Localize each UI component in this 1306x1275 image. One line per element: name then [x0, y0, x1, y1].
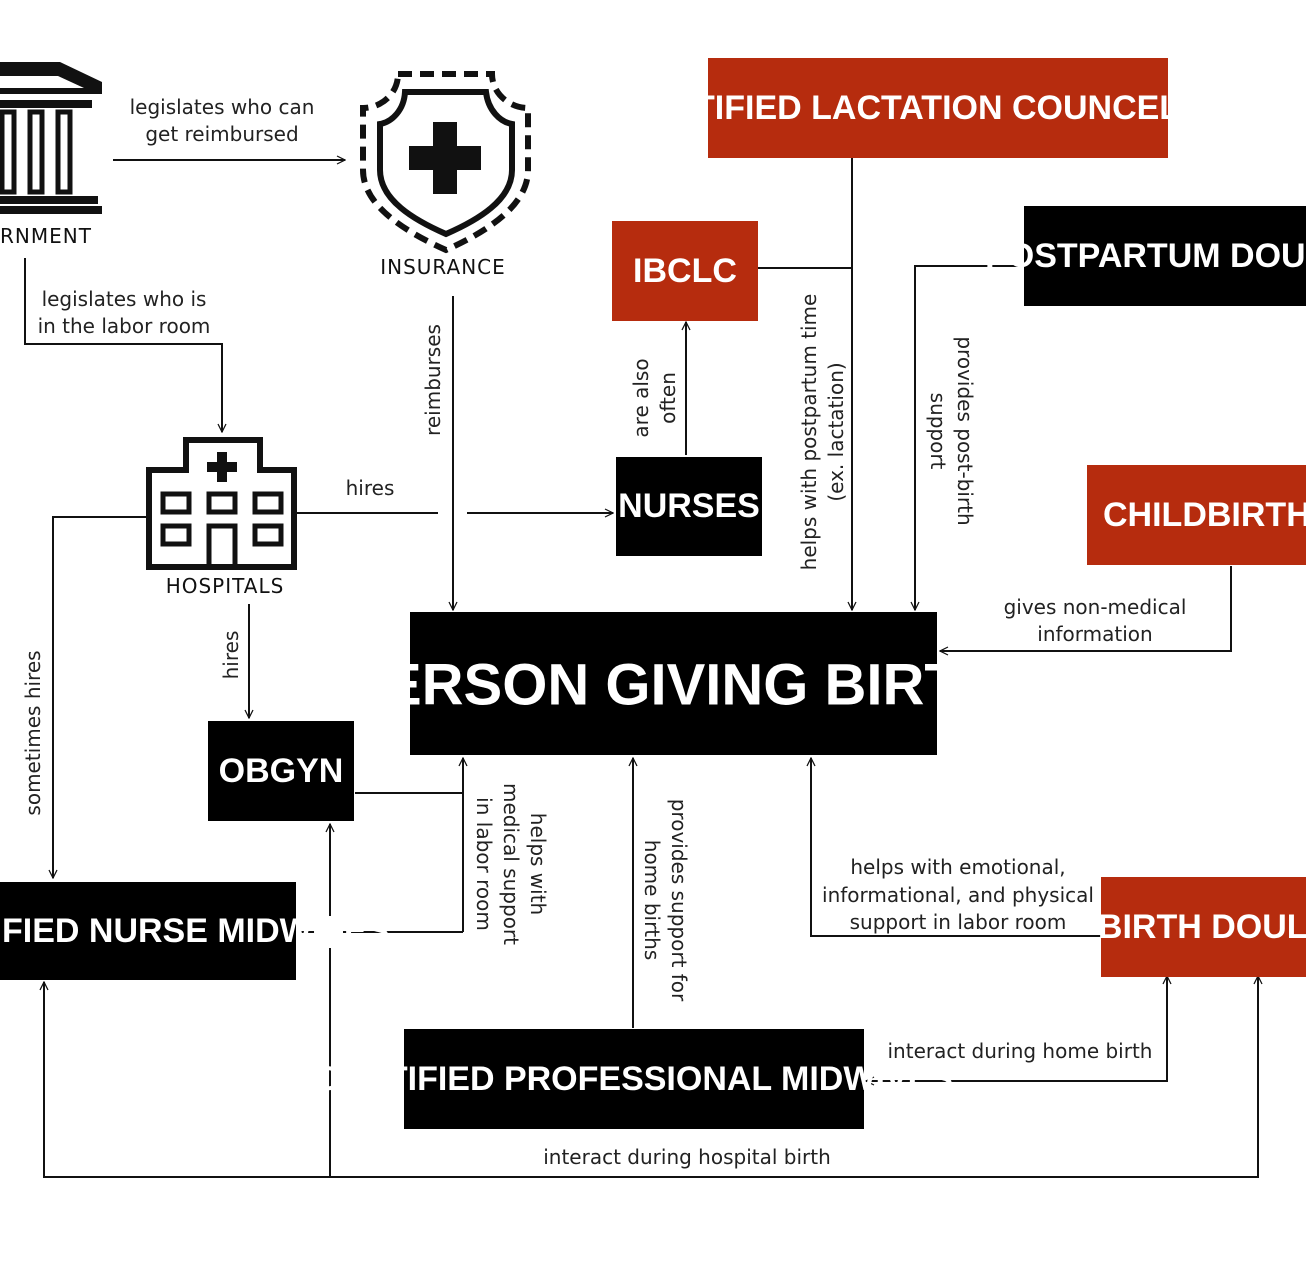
label-home-births-1: provides support for: [667, 799, 691, 1002]
edge-postpartum-person: [915, 265, 1023, 610]
hospitals-label: HOSPITALS: [166, 574, 285, 598]
edge-home-birth: [866, 976, 1167, 1081]
node-nurses-text: NURSES: [618, 487, 760, 525]
node-obgyn-text: OBGYN: [219, 752, 344, 790]
label-nurses-ibclc-1: are also: [629, 358, 653, 437]
label-medical-support-2: medical support: [499, 783, 523, 945]
label-gov-hospitals-1: legislates who is: [42, 287, 207, 311]
node-certified-nurse-midwives: FIED NURSE MIDWIVES: [0, 882, 389, 980]
insurance-shield-icon: [360, 71, 531, 254]
government-building-icon: [0, 62, 102, 214]
label-hires-nurses: hires: [346, 476, 395, 500]
edge-gov-hospitals: [24, 258, 222, 432]
label-lactation-help-1: helps with postpartum time: [797, 294, 821, 571]
label-home-birth-interact: interact during home birth: [888, 1039, 1153, 1063]
node-ibclc: IBCLC: [612, 221, 758, 321]
label-childbirth-info-1: gives non-medical: [1004, 595, 1187, 619]
label-reimburses: reimburses: [421, 324, 445, 436]
node-ibclc-text: IBCLC: [633, 252, 737, 290]
label-postpartum-support-1: provides post-birth: [953, 336, 977, 525]
hospital-building-icon: [146, 437, 297, 570]
label-childbirth-info-2: information: [1037, 622, 1152, 646]
node-certified-professional-midwives: CERTIFIED PROFESSIONAL MIDWIVES: [315, 1029, 953, 1129]
label-doula-support-1: helps with emotional,: [850, 855, 1065, 879]
node-person-text: PERSON GIVING BIRTH: [344, 653, 1001, 718]
label-hires-obgyn: hires: [219, 631, 243, 680]
node-postpartum-text: POSTPARTUM DOULA: [985, 237, 1306, 275]
label-doula-support-2: informational, and physical: [822, 883, 1094, 907]
node-postpartum-doula: POSTPARTUM DOULA: [985, 206, 1306, 306]
edge-doula-person: [811, 758, 1101, 937]
edge-hospital-birth: [44, 976, 1258, 1178]
label-home-births-2: home births: [640, 840, 664, 960]
insurance-label: INSURANCE: [380, 255, 506, 279]
label-doula-support-3: support in labor room: [850, 910, 1067, 934]
connector-lines: [24, 158, 1258, 1178]
label-medical-support-1: helps with: [526, 813, 550, 915]
node-obgyn: OBGYN: [208, 721, 354, 821]
government-label: RNMENT: [0, 224, 92, 248]
node-birth-doula: BIRTH DOULA: [1098, 877, 1306, 977]
node-lactation-text: CERTIFIED LACTATION COUNCELORS: [622, 89, 1254, 127]
edge-childbirth-person: [940, 566, 1232, 651]
node-cpm-text: CERTIFIED PROFESSIONAL MIDWIVES: [315, 1060, 953, 1098]
node-person-giving-birth: PERSON GIVING BIRTH: [344, 612, 1002, 755]
label-gov-hospitals-2: in the labor room: [38, 314, 211, 338]
label-sometimes-hires: sometimes hires: [21, 650, 45, 815]
label-medical-support-3: in labor room: [472, 797, 496, 931]
node-childbirth-text: CHILDBIRTH EDUC: [1103, 496, 1306, 534]
node-nurses: NURSES: [616, 457, 762, 556]
node-cnm-text: FIED NURSE MIDWIVES: [2, 912, 389, 950]
label-gov-insurance-1: legislates who can: [130, 95, 315, 119]
label-hospital-birth-interact: interact during hospital birth: [543, 1145, 831, 1169]
node-birth-doula-text: BIRTH DOULA: [1098, 908, 1306, 946]
edge-hospitals-cnm: [53, 516, 149, 878]
label-nurses-ibclc-2: often: [656, 372, 680, 424]
label-lactation-help-2: (ex. lactation): [824, 362, 848, 501]
label-postpartum-support-2: support: [926, 393, 950, 470]
node-childbirth-educators: CHILDBIRTH EDUC: [1087, 465, 1306, 565]
node-lactation-councelors: CERTIFIED LACTATION COUNCELORS: [622, 58, 1254, 158]
label-gov-insurance-2: get reimbursed: [145, 122, 298, 146]
